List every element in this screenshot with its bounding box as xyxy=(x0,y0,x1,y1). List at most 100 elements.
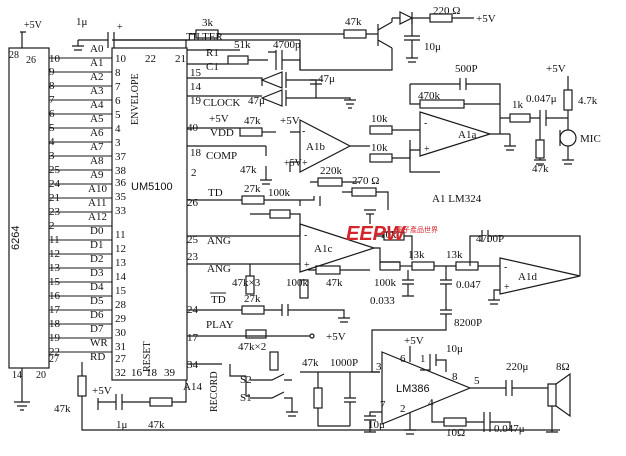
svg-text:+: + xyxy=(117,22,123,33)
svg-text:32: 32 xyxy=(115,367,126,379)
svg-text:A7: A7 xyxy=(90,141,104,153)
svg-text:4700p: 4700p xyxy=(273,39,301,51)
svg-text:A1b: A1b xyxy=(306,141,325,153)
svg-text:220 Ω: 220 Ω xyxy=(433,5,460,17)
svg-text:11: 11 xyxy=(115,229,126,241)
lm386-input-network: 47k 1000P xyxy=(300,357,380,427)
svg-text:47k: 47k xyxy=(532,163,549,175)
svg-text:18: 18 xyxy=(146,367,158,379)
svg-text:8: 8 xyxy=(452,371,458,383)
svg-text:10k: 10k xyxy=(371,113,388,125)
svg-text:39: 39 xyxy=(164,367,176,379)
svg-text:5: 5 xyxy=(474,375,480,387)
svg-text:+: + xyxy=(304,260,310,271)
svg-text:47k: 47k xyxy=(302,357,319,369)
svg-text:47k: 47k xyxy=(240,164,257,176)
svg-text:10k: 10k xyxy=(371,142,388,154)
svg-text:VDD: VDD xyxy=(210,127,234,139)
svg-text:A1d: A1d xyxy=(518,271,537,283)
svg-text:CLOCK: CLOCK xyxy=(203,97,240,109)
svg-text:RECORD: RECORD xyxy=(209,371,220,412)
svg-text:1k: 1k xyxy=(512,99,524,111)
svg-text:10Ω: 10Ω xyxy=(446,427,465,439)
svg-text:D2: D2 xyxy=(90,253,103,265)
svg-text:18: 18 xyxy=(190,147,202,159)
svg-text:TD: TD xyxy=(208,187,223,199)
svg-text:LM386: LM386 xyxy=(396,383,430,395)
svg-text:ENVELOPE: ENVELOPE xyxy=(130,73,141,125)
svg-text:2: 2 xyxy=(400,403,406,415)
svg-text:7: 7 xyxy=(115,81,121,93)
svg-text:D4: D4 xyxy=(90,281,104,293)
svg-text:A10: A10 xyxy=(88,183,107,195)
svg-text:220k: 220k xyxy=(320,165,343,177)
svg-text:PLAY: PLAY xyxy=(206,319,234,331)
svg-text:3: 3 xyxy=(376,361,382,373)
svg-text:A6: A6 xyxy=(90,127,104,139)
um5100-signal-labels: TILTER R1 C1 CLOCK +5V VDD COMP TD ANG A… xyxy=(183,31,252,412)
svg-text:+5V: +5V xyxy=(546,63,566,75)
svg-text:D5: D5 xyxy=(90,295,104,307)
svg-text:19: 19 xyxy=(190,95,202,107)
svg-text:+: + xyxy=(424,144,430,155)
svg-text:1μ: 1μ xyxy=(116,419,128,431)
svg-text:0.047: 0.047 xyxy=(456,279,481,291)
svg-text:A14: A14 xyxy=(183,381,202,393)
svg-text:4.7k: 4.7k xyxy=(578,95,598,107)
lm386-amp: LM386 6 1 8 3 7 2 4 5 +5V 10μ 220μ 8Ω 10… xyxy=(364,335,571,439)
svg-text:+5V: +5V xyxy=(24,20,43,31)
svg-text:37: 37 xyxy=(115,151,127,163)
svg-text:A0: A0 xyxy=(90,43,104,55)
svg-text:3: 3 xyxy=(115,137,121,149)
bottom-left-network: 47k +5V 1μ 47k xyxy=(54,362,560,431)
um5100-right-pins: 21 15 14 19 40 18 2 26 25 23 24 17 34 xyxy=(175,53,202,371)
svg-text:500P: 500P xyxy=(455,63,478,75)
svg-text:ANG: ANG xyxy=(207,263,231,275)
svg-text:8Ω: 8Ω xyxy=(556,361,570,373)
svg-text:51k: 51k xyxy=(234,39,251,51)
svg-text:+5V: +5V xyxy=(209,113,229,125)
svg-text:0.047μ: 0.047μ xyxy=(526,93,557,105)
svg-text:8: 8 xyxy=(115,67,121,79)
svg-text:100k: 100k xyxy=(374,277,397,289)
svg-text:A1: A1 xyxy=(90,57,103,69)
svg-text:+: + xyxy=(302,158,308,169)
svg-text:100k: 100k xyxy=(268,187,291,199)
svg-text:0.047μ: 0.047μ xyxy=(494,423,525,435)
svg-text:27: 27 xyxy=(49,354,59,365)
mem-ground-symbol xyxy=(14,368,30,411)
svg-text:+5V: +5V xyxy=(476,13,496,25)
svg-text:12: 12 xyxy=(115,243,126,255)
svg-text:D6: D6 xyxy=(90,309,104,321)
svg-text:1μ: 1μ xyxy=(76,16,88,28)
svg-text:TD: TD xyxy=(211,294,226,306)
svg-text:WR: WR xyxy=(90,337,108,349)
svg-text:35: 35 xyxy=(115,191,127,203)
svg-text:-: - xyxy=(304,230,307,241)
opamp-a1a: A1a - + 500P 470k 1k 0.047μ xyxy=(409,63,568,173)
svg-text:A3: A3 xyxy=(90,85,104,97)
svg-text:8200P: 8200P xyxy=(454,317,482,329)
svg-text:26: 26 xyxy=(26,55,36,66)
svg-text:28: 28 xyxy=(115,299,127,311)
svg-text:10μ: 10μ xyxy=(368,419,385,431)
svg-text:1000P: 1000P xyxy=(330,357,358,369)
svg-text:A11: A11 xyxy=(88,197,107,209)
svg-text:EEPW: EEPW xyxy=(346,223,407,245)
svg-text:13k: 13k xyxy=(446,249,463,261)
svg-text:+5V: +5V xyxy=(280,115,300,127)
svg-text:15: 15 xyxy=(190,67,202,79)
opamp-a1d: A1d - + 13k 13k 4700P 0.047 8200P xyxy=(371,230,581,373)
svg-text:A1a: A1a xyxy=(458,129,476,141)
address-data-bus xyxy=(49,57,112,353)
svg-text:23: 23 xyxy=(187,251,199,263)
svg-text:10: 10 xyxy=(49,53,61,65)
svg-text:3k: 3k xyxy=(202,17,214,29)
svg-text:22: 22 xyxy=(145,53,156,65)
svg-text:27k: 27k xyxy=(244,183,261,195)
svg-text:0.033: 0.033 xyxy=(370,295,395,307)
speaker-icon xyxy=(547,372,571,418)
svg-text:470k: 470k xyxy=(418,90,441,102)
svg-text:ANG: ANG xyxy=(207,235,231,247)
